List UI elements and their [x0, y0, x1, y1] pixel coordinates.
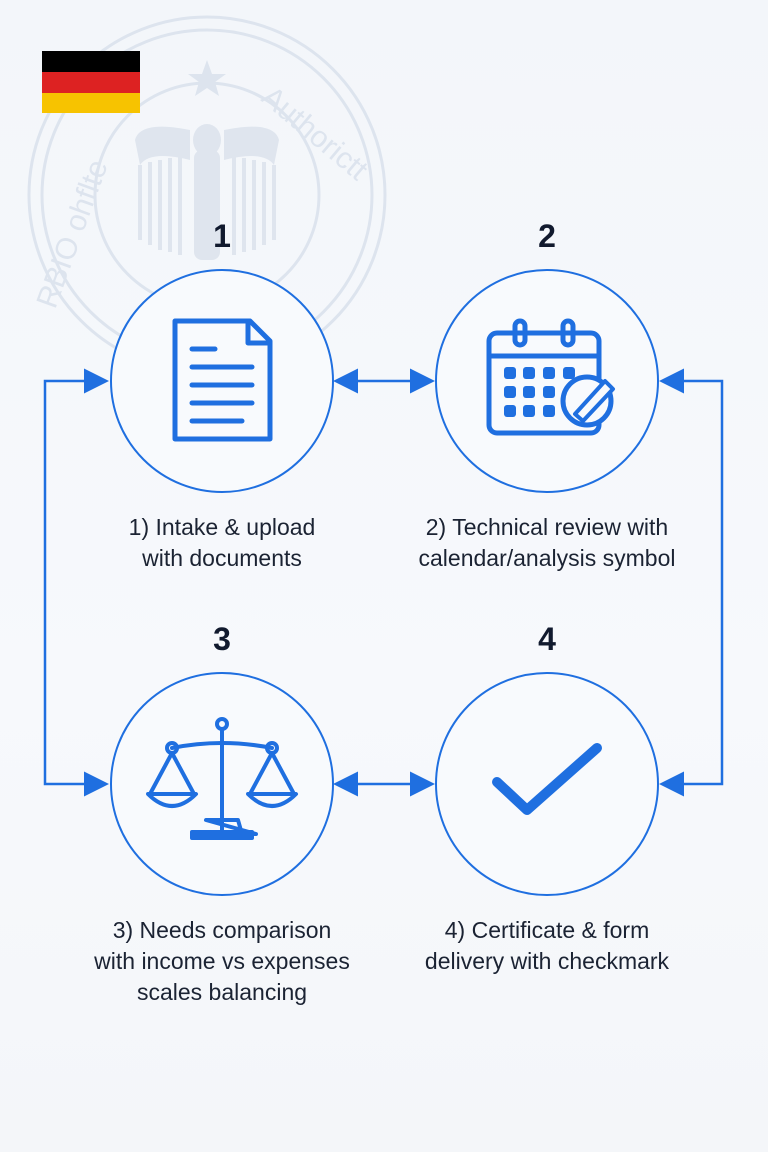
step-3-label-line: with income vs expenses — [94, 948, 350, 974]
german-flag — [42, 51, 140, 113]
step-1-label-line: with documents — [142, 545, 302, 571]
step-1-label-line: 1) Intake & upload — [128, 514, 316, 540]
step-4-label-line: delivery with checkmark — [424, 948, 670, 974]
step-2-number: 2 — [538, 218, 556, 254]
calendar-edit-icon — [486, 318, 615, 436]
right-loop-arrow — [659, 368, 724, 797]
left-loop-arrow — [43, 368, 109, 797]
step-2-label-line: calendar/analysis symbol — [418, 545, 676, 571]
step-4-label-line: 4) Certificate & form — [444, 917, 650, 943]
step-2-label: 2) Technical review with calendar/analys… — [377, 512, 717, 574]
step-2-circle — [435, 269, 659, 493]
step-3-label-line: 3) Needs comparison — [112, 917, 332, 943]
document-icon — [172, 318, 273, 442]
checkmark-icon — [492, 743, 602, 815]
step-3-label-line: scales balancing — [136, 979, 308, 1005]
step-3-label: 3) Needs comparison with income vs expen… — [52, 915, 392, 1008]
step-4-number: 4 — [538, 621, 556, 657]
step-4-label: 4) Certificate & form delivery with chec… — [377, 915, 717, 977]
step-4-circle — [435, 672, 659, 896]
step-3-circle — [110, 672, 334, 896]
step-1-circle — [110, 269, 334, 493]
step-1-number: 1 — [213, 218, 231, 254]
scales-icon — [146, 717, 298, 840]
step-1-label: 1) Intake & upload with documents — [52, 512, 392, 574]
step-2-label-line: 2) Technical review with — [425, 514, 669, 540]
step-3-number: 3 — [213, 621, 231, 657]
